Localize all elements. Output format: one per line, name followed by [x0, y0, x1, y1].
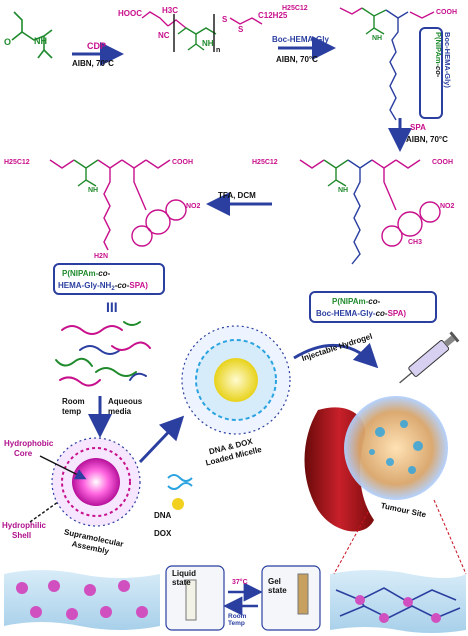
micelles-in-water: [16, 580, 148, 620]
terpolymer-boc-label-box: [309, 291, 437, 323]
copolymer-boc-nh: NH: [372, 35, 382, 42]
terpolymer-nh2-structure: [49, 159, 187, 251]
micelle: [51, 437, 141, 527]
tumour-cells: [369, 420, 423, 474]
dna-icon: [167, 474, 193, 490]
pnipam-nh: NH: [202, 39, 214, 48]
terpolymer-nh2-label-line1: P(NIPAm-co-: [62, 269, 111, 278]
gel-vial: [297, 573, 309, 615]
terpolymer-boc-nh: NH: [338, 187, 348, 194]
polymer-chains-cluster: [55, 321, 151, 387]
terpolymer-nh2-cooh: COOH: [172, 159, 193, 166]
label-injectable-hydrogel: Injectable Hydrogel: [301, 332, 374, 363]
arrow-loading: [138, 415, 185, 464]
reagent-cdp: CDP: [87, 41, 106, 51]
pnipam-structure: [141, 11, 263, 52]
equivalence-mark: III: [106, 299, 118, 315]
reagent-tfa-dcm: TFA, DCM: [218, 191, 256, 200]
label-loaded-micelle: DNA & DOXLoaded Micelle: [202, 435, 263, 467]
terpolymer-nh2-label-line2: HEMA-Gly-NH2-co-SPA): [58, 281, 148, 292]
label-dox: DOX: [154, 529, 172, 538]
reagent-boc-hema-gly: Boc-HEMA-Gly: [272, 35, 329, 44]
nipam-structure: [11, 11, 53, 59]
hydrogel-network-panel: [330, 570, 466, 633]
terpolymer-nh2-no2: NO2: [186, 203, 201, 210]
terpolymer-nh2-h25c12: H25C12: [4, 159, 30, 166]
pointer-core: [39, 455, 87, 480]
copolymer-boc-label-box: [419, 27, 443, 119]
zoom-lines: [333, 499, 467, 575]
liquid-vial: [185, 579, 197, 621]
terpolymer-boc-label-line2: Boc-HEMA-Gly-co-SPA): [316, 309, 406, 318]
pnipam-nc: NC: [158, 31, 170, 40]
terpolymer-boc-no2: NO2: [440, 203, 455, 210]
loaded-micelle: [181, 325, 291, 435]
copolymer-boc-label-b: Boc-HEMA-Gly): [443, 32, 452, 88]
nipam-nh: NH: [34, 36, 47, 46]
nipam-o: O: [4, 37, 11, 47]
arrow-injectable: [293, 342, 379, 369]
reagent-aibn-2: AIBN, 70°C: [276, 55, 318, 64]
label-tumour-site: Tumour Site: [380, 501, 427, 519]
tumour-mass: [344, 396, 448, 500]
label-dna: DNA: [154, 511, 172, 520]
pnipam-n: n: [216, 47, 220, 54]
pnipam-s2: S: [238, 25, 244, 34]
terpolymer-nh2-label-box: [53, 263, 165, 295]
micelle-water-panel: [4, 570, 160, 630]
copolymer-boc-label-a: P(NIPAm-co-: [434, 32, 443, 78]
terpolymer-boc-h25c12: H25C12: [252, 159, 278, 166]
pnipam-hooc: HOOC: [118, 9, 142, 18]
terpolymer-boc-cooh: COOH: [432, 159, 453, 166]
terpolymer-nh2-h2n: H2N: [94, 253, 108, 260]
pnipam-c12h25: C12H25: [258, 11, 288, 20]
gel-state-panel: [261, 565, 321, 631]
pnipam-h3c: H3C: [162, 6, 178, 15]
reagent-spa: SPA: [410, 123, 426, 132]
pointer-shell: [29, 501, 59, 523]
terpolymer-boc-label-line1: P(NIPAm-co-: [332, 297, 381, 306]
copolymer-boc-h25c12: H25C12: [282, 5, 308, 12]
reagent-aibn-3: AIBN, 70°C: [406, 135, 448, 144]
dox-icon: [172, 498, 184, 510]
hydrogel-micelles: [355, 595, 441, 623]
label-37c: 37°C: [232, 578, 248, 586]
terpolymer-boc-ch3: CH3: [408, 239, 422, 246]
syringe-icon: [399, 331, 460, 384]
pnipam-s1: S: [222, 15, 228, 24]
copolymer-boc-cooh: COOH: [436, 9, 457, 16]
copolymer-boc-structure: [339, 7, 435, 121]
terpolymer-boc-structure: [299, 159, 441, 265]
reagent-aibn-1: AIBN, 70°C: [72, 59, 114, 68]
terpolymer-nh2-nh: NH: [88, 187, 98, 194]
label-supramolecular-assembly: SupramolecularAssembly: [61, 527, 124, 558]
